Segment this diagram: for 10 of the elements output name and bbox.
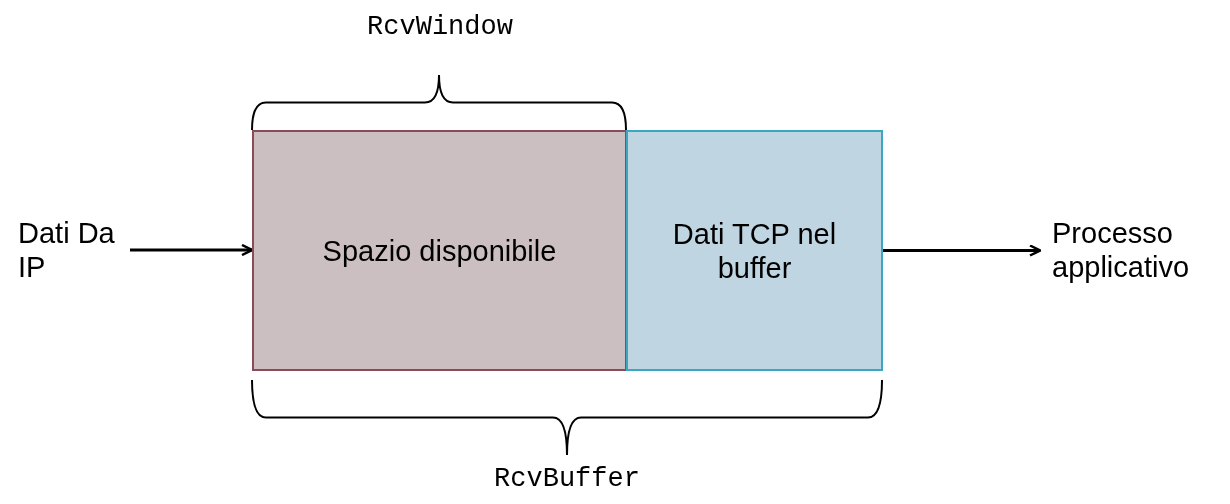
segment-label: Spazio disponibile (322, 233, 557, 268)
buffer-segment (626, 130, 883, 371)
buffer-segment (252, 130, 627, 371)
arrow (130, 243, 254, 257)
size-label: RcvWindow (367, 12, 513, 42)
segment-label: Dati TCP nel buffer (671, 216, 838, 285)
size-label: RcvBuffer (494, 464, 640, 494)
arrow (883, 244, 1042, 257)
endpoint-label: Processo applicativo (1052, 216, 1191, 284)
endpoint-label: Dati Da IP (18, 216, 116, 284)
